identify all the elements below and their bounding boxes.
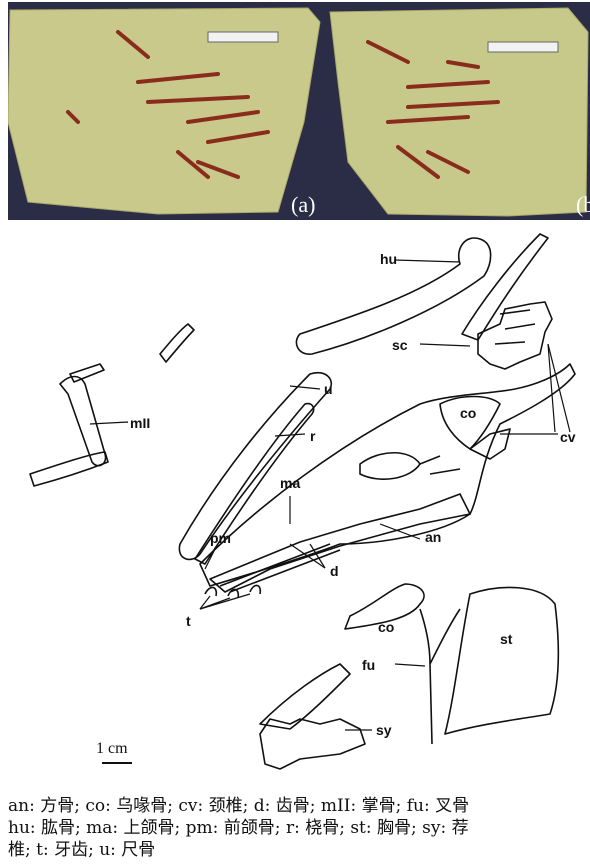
ruler-a [208, 32, 278, 42]
skeleton-drawing: hu sc co cv u r mII ma pm an d t co st f… [0, 224, 590, 784]
label-mII: mII [130, 416, 150, 430]
ruler-b [488, 42, 558, 52]
skull-outline [200, 364, 575, 586]
skeleton-line-art [0, 224, 590, 784]
metacarpal-outline [60, 377, 106, 466]
figure-caption: an: 方骨; co: 乌喙骨; cv: 颈椎; d: 齿骨; mII: 掌骨;… [8, 795, 588, 861]
label-sy: sy [376, 723, 392, 737]
leader-lines [90, 260, 570, 730]
label-hu: hu [380, 252, 397, 266]
fossil-slab-b [330, 8, 588, 216]
label-co-lower: co [378, 620, 394, 634]
sternum-outline [445, 587, 558, 734]
furcula-outline [420, 609, 460, 744]
caption-line-1: an: 方骨; co: 乌喙骨; cv: 颈椎; d: 齿骨; mII: 掌骨;… [8, 795, 588, 817]
photo-label-a: (a) [291, 192, 315, 218]
label-sc: sc [392, 338, 408, 352]
fossil-photo-strip: (a) (b) [8, 2, 590, 220]
label-d: d [330, 564, 339, 578]
photo-label-b: (b) [576, 192, 590, 218]
bone-outlines [30, 234, 575, 769]
label-ma: ma [280, 476, 300, 490]
label-t: t [186, 614, 191, 628]
label-cv: cv [560, 430, 576, 444]
small-bone-outline [160, 324, 194, 362]
label-u: u [324, 382, 333, 396]
ulna-outline [179, 373, 331, 560]
label-fu: fu [362, 658, 375, 672]
label-pm: pm [210, 531, 231, 545]
fossil-photos [8, 2, 590, 220]
scale-bar [102, 762, 132, 764]
label-r: r [310, 429, 315, 443]
label-st: st [500, 632, 512, 646]
caption-line-2: hu: 肱骨; ma: 上颌骨; pm: 前颌骨; r: 桡骨; st: 胸骨;… [8, 817, 588, 839]
scapula-outline [462, 234, 548, 340]
label-co-upper: co [460, 406, 476, 420]
caption-line-3: 椎; t: 牙齿; u: 尺骨 [8, 839, 588, 861]
label-an: an [425, 530, 441, 544]
scale-label: 1 cm [96, 740, 128, 758]
